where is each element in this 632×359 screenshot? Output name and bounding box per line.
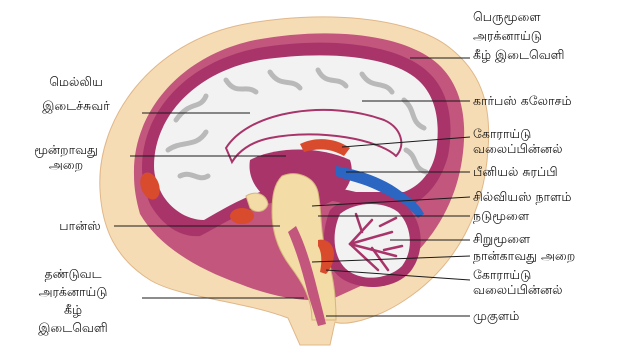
label-corpus-callosum: கார்பஸ் கலோசம் [473,93,572,108]
label-line: வலைப்பின்னல் [473,141,563,156]
orbit-structure-lower [230,208,254,224]
label-aqueduct: சில்வியஸ் நாளம் [473,189,571,204]
label-line: அரக்னாய்டு [4,284,142,299]
label-line: மூன்றாவது [2,142,130,157]
label-line: கோராய்டு [473,126,563,141]
label-pons: பான்ஸ் [46,218,114,233]
label-septum-pellucidum: மெல்லிய இடைச்சுவர் [10,74,142,113]
label-line: அரக்னாய்டு [473,28,564,43]
label-spinal-subarachnoid: தண்டுவட அரக்னாய்டு கீழ் இடைவெளி [4,266,142,335]
label-medulla: முகுளம் [473,308,519,323]
label-choroid-plexus-lower: கோராய்டு வலைப்பின்னல் [473,267,563,297]
label-line: பெருமூளை [473,9,564,24]
label-midbrain: நடுமூளை [473,208,529,223]
label-line: இடைவெளி [4,320,142,335]
label-line: கீழ் இடைவெளி [473,47,564,62]
cerebellum-arbor-vitae [335,204,410,278]
label-line: இடைச்சுவர் [10,98,142,113]
label-cerebellum: சிறுமூளை [473,231,530,246]
label-line: தண்டுவட [4,266,142,281]
label-fourth-ventricle: நான்காவது அறை [473,248,575,263]
label-line: கோராய்டு [473,267,563,282]
label-third-ventricle: மூன்றாவது அறை [2,142,130,172]
label-line: வலைப்பின்னல் [473,282,563,297]
label-pineal-gland: பீனியல் சுரப்பி [473,164,558,179]
label-line: மெல்லிய [10,74,142,89]
label-cerebral-arachnoid: பெருமூளை அரக்னாய்டு கீழ் இடைவெளி [473,9,564,62]
label-line: அறை [2,157,130,172]
label-choroid-plexus-upper: கோராய்டு வலைப்பின்னல் [473,126,563,156]
label-line: கீழ் [4,302,142,317]
